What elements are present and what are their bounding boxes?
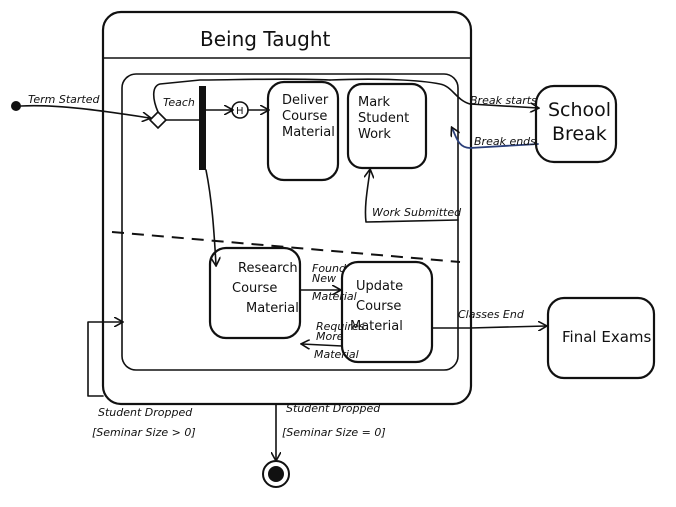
svg-text:Research: Research <box>238 261 298 276</box>
transition-label-dropped-left-1: [Seminar Size > 0] <box>92 426 196 439</box>
svg-text:Work: Work <box>358 127 391 142</box>
svg-text:Course: Course <box>282 109 327 124</box>
svg-text:Course: Course <box>232 281 277 296</box>
state-school-break: School Break <box>534 84 618 164</box>
region-divider <box>111 231 461 263</box>
transition-label-work-submitted: Work Submitted <box>372 206 462 219</box>
transition-label-term-started: Term Started <box>28 93 101 106</box>
transition-label-dropped-left-0: Student Dropped <box>98 406 193 419</box>
final-state <box>262 460 290 488</box>
transition-label-teach: Teach <box>163 96 195 109</box>
transition-label-requires-more-0: Requires <box>316 320 365 333</box>
transition-label-break-starts: Break starts <box>470 94 537 107</box>
transition-label-dropped-bottom-1: [Seminar Size = 0] <box>282 426 386 439</box>
svg-text:Material: Material <box>246 301 299 316</box>
state-research-course-material: Research Course Material <box>208 246 302 340</box>
transition-label-found-new-1: New <box>312 272 336 285</box>
transition-label-found-new-0: Found <box>312 262 347 275</box>
inner-region <box>121 73 459 371</box>
svg-text:Break: Break <box>552 123 607 145</box>
composite-state-being-taught: Being Taught <box>101 10 473 406</box>
transition-label-found-new-2: Material <box>312 290 357 303</box>
svg-text:Final Exams: Final Exams <box>562 328 651 346</box>
svg-text:Material: Material <box>282 125 335 140</box>
state-update-course-material: Update Course Material <box>340 260 434 364</box>
svg-text:Deliver: Deliver <box>282 93 329 108</box>
transition-label-requires-more-2: Material <box>314 348 359 361</box>
svg-text:Update: Update <box>356 279 403 294</box>
svg-text:Mark: Mark <box>358 95 391 110</box>
transition-label-dropped-bottom-0: Student Dropped <box>286 402 381 415</box>
state-deliver-course-material: Deliver Course Material <box>266 80 340 182</box>
state-final-exams: Final Exams <box>546 296 656 380</box>
initial-state-dot <box>11 101 21 111</box>
svg-text:Material: Material <box>350 319 403 334</box>
fork-bar <box>199 86 206 170</box>
state-mark-student-work: Mark Student Work <box>346 82 428 170</box>
transition-label-requires-more-1: More <box>316 330 344 343</box>
transition-label-break-ends: Break ends <box>474 135 536 148</box>
transition-label-classes-end: Classes End <box>458 308 525 321</box>
choice-diamond <box>149 111 167 129</box>
history-label: H <box>236 106 244 117</box>
svg-text:Student: Student <box>358 111 409 126</box>
svg-text:Course: Course <box>356 299 401 314</box>
composite-state-title: Being Taught <box>200 27 331 51</box>
svg-text:School: School <box>548 99 611 121</box>
